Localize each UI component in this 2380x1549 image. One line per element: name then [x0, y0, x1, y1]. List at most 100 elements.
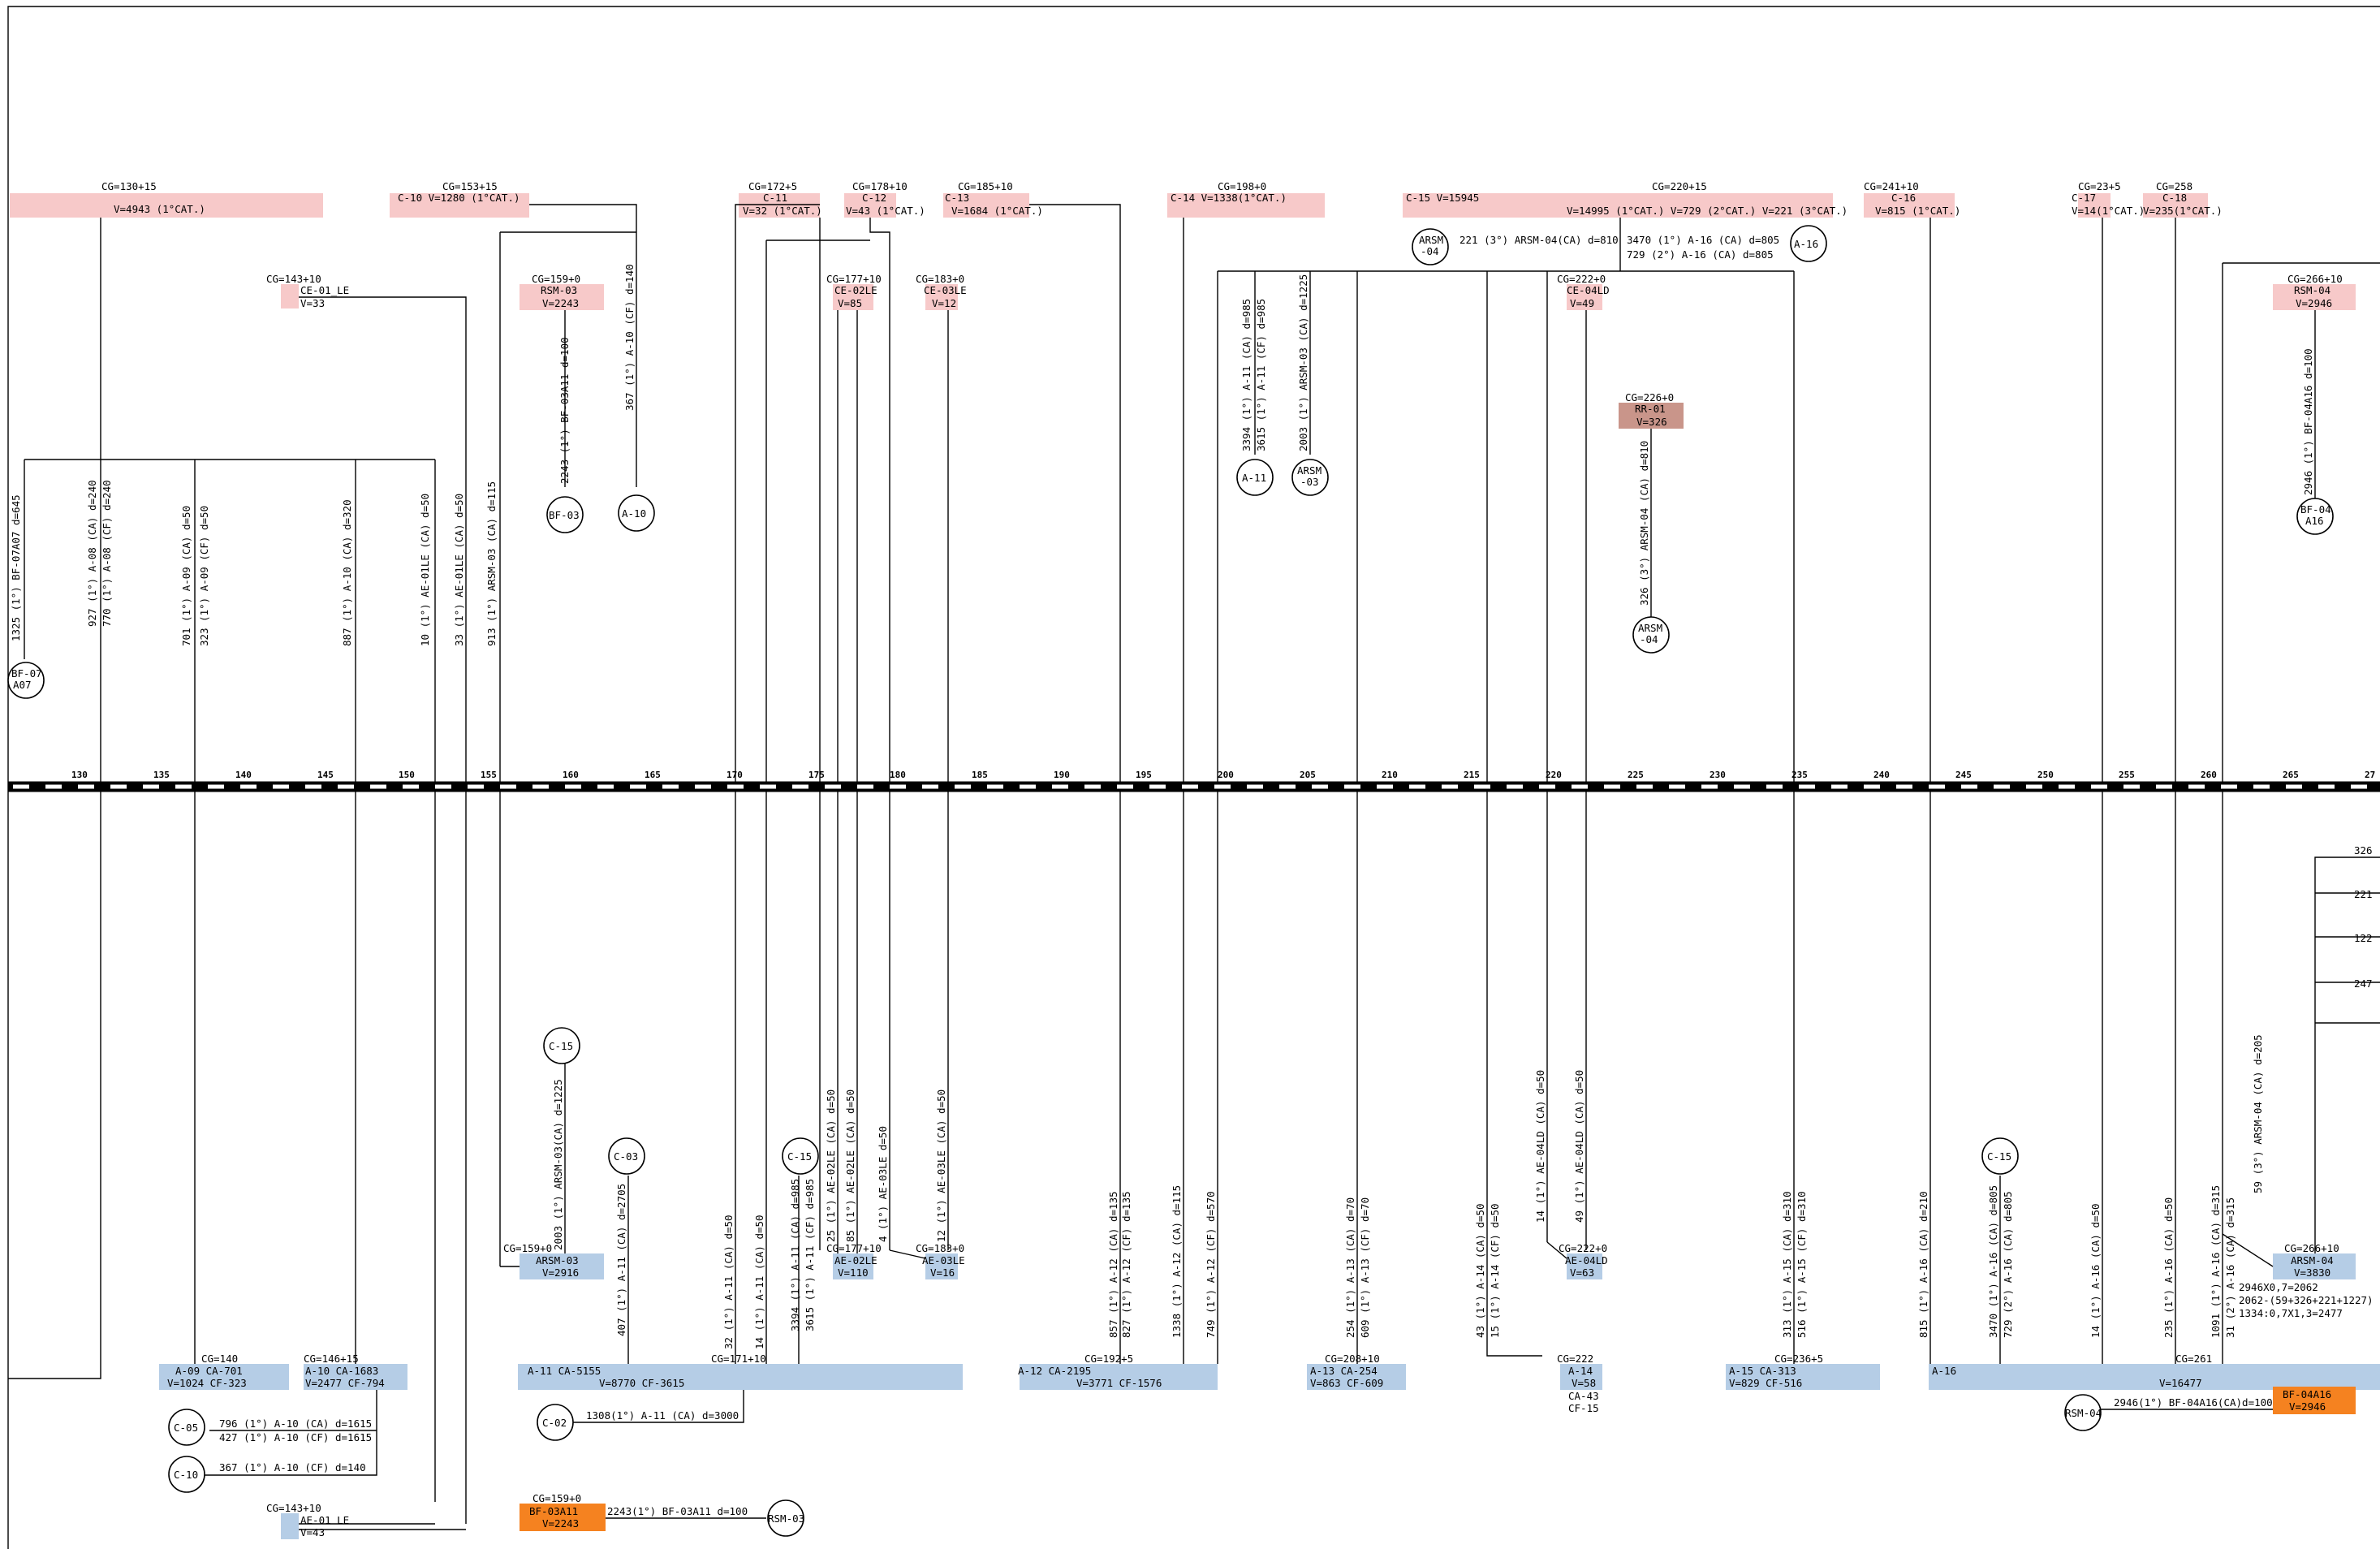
- fill-box-a09[interactable]: CG=140 A-09 CA-701 V=1024 CF-323: [159, 1353, 289, 1390]
- horizontal-label-group: 221 (3°) ARSM-04(CA) d=810 3470 (1°) A-1…: [219, 234, 2374, 1517]
- fill-box-a12[interactable]: CG=192+5 A-12 CA-2195 V=3771 CF-1576: [1018, 1353, 1218, 1390]
- node-circle[interactable]: A-10: [618, 494, 655, 532]
- fill-box-ae04[interactable]: CG=222+0 AE-04LD V=63: [1559, 1242, 1608, 1279]
- box-line: C-12: [862, 192, 886, 204]
- borrow-box-bf03a11[interactable]: CG=159+0 BF-03A11 V=2243: [520, 1492, 606, 1531]
- fill-box-a09-rect: [159, 1364, 289, 1390]
- haul-label: 323 (1°) A-09 (CF) d=50: [198, 506, 210, 646]
- cut-box-c17[interactable]: CG=23+5 C-17 V=14(1°CAT.): [2072, 180, 2145, 218]
- box-line: C-11: [763, 192, 787, 204]
- box-head: CG=159+0: [532, 273, 580, 285]
- cut-box-c15[interactable]: CG=220+15 C-15 V=15945 V=14995 (1°CAT.) …: [1403, 180, 1848, 218]
- box-line: V=3771 CF-1576: [1076, 1377, 1162, 1389]
- fill-box-arsm03[interactable]: CG=159+0 ARSM-03 V=2916: [503, 1242, 604, 1279]
- cut-box-c18[interactable]: CG=258 C-18 V=235(1°CAT.): [2143, 180, 2223, 218]
- box-line: V=829 CF-516: [1729, 1377, 1802, 1389]
- borrow-box-bf03a11-rect: [520, 1504, 606, 1531]
- haul-label: 10 (1°) AE-01LE (CA) d=50: [419, 494, 431, 646]
- fill-box-arsm04[interactable]: CG=266+10 ARSM-04 V=3830: [2273, 1242, 2356, 1279]
- fill-box-a13[interactable]: CG=208+10 A-13 CA-254 V=863 CF-609: [1307, 1353, 1406, 1390]
- box-line: V=2946: [2296, 297, 2332, 309]
- cut-box-c12[interactable]: CG=178+10 C-12 V=43 (1°CAT.): [844, 180, 925, 218]
- cut-box-c16-rect: [1864, 193, 1955, 218]
- cut-box-c12-rect: [844, 193, 896, 218]
- node-circle[interactable]: BF-07 A07: [7, 662, 45, 699]
- box-line: C-14 V=1338(1°CAT.): [1171, 192, 1287, 204]
- node-circle[interactable]: C-15: [782, 1137, 819, 1175]
- node-circle[interactable]: BF-04 A16: [2296, 498, 2334, 535]
- box-head: CG=172+5: [748, 180, 797, 192]
- box-head: CG=222+0: [1559, 1242, 1607, 1254]
- fill-box-a11[interactable]: CG=171+10 A-11 CA-5155 V=8770 CF-3615: [518, 1353, 963, 1390]
- box-line: RR-01: [1635, 403, 1666, 415]
- fill-box-arsm04-rect: [2273, 1253, 2356, 1279]
- node-circle[interactable]: C-10: [168, 1456, 205, 1493]
- haul-label: 1338 (1°) A-12 (CA) d=115: [1171, 1185, 1183, 1338]
- fill-box-ae02[interactable]: CG=177+10 AE-02LE V=110: [826, 1242, 882, 1279]
- axis-tick: 245: [1955, 770, 1972, 780]
- cut-box-ce01[interactable]: CG=143+10 CE-01_LE V=33: [266, 273, 349, 309]
- cut-box-c14[interactable]: CG=198+0 C-14 V=1338(1°CAT.): [1167, 180, 1325, 218]
- box-head: CG=178+10: [852, 180, 908, 192]
- fill-box-ae01[interactable]: CG=143+10 AE-01 LE V=43: [266, 1502, 349, 1539]
- node-circle[interactable]: BF-03: [546, 496, 584, 533]
- box-line: V=326: [1636, 416, 1667, 428]
- axis-tick: 155: [481, 770, 497, 780]
- circle-label: A16: [2305, 515, 2324, 527]
- haul-line: [8, 460, 101, 1379]
- fill-box-a14[interactable]: CG=222 A-14 V=58 CA-43 CF-15: [1557, 1353, 1602, 1414]
- borrow-box-bf04a16[interactable]: BF-04A16 V=2946: [2273, 1387, 2356, 1414]
- haul-label: 770 (1°) A-08 (CF) d=240: [101, 480, 113, 627]
- haul-label: 15 (1°) A-14 (CF) d=50: [1489, 1203, 1501, 1338]
- rr-box-rr01[interactable]: CG=226+0 RR-01 V=326: [1619, 391, 1684, 429]
- box-head: CG=222: [1557, 1353, 1593, 1365]
- axis-tick: 225: [1628, 770, 1644, 780]
- node-circle[interactable]: ARSM -04: [1632, 616, 1670, 654]
- cut-box-c10[interactable]: CG=153+15 C-10 V=1280 (1°CAT.): [390, 180, 529, 218]
- box-line: V=8770 CF-3615: [599, 1377, 684, 1389]
- axis-tick: 160: [563, 770, 579, 780]
- node-circle[interactable]: ARSM -04: [1412, 228, 1449, 265]
- cut-box-c14-rect: [1167, 193, 1325, 218]
- box-line: V=863 CF-609: [1310, 1377, 1383, 1389]
- axis-tick: 215: [1464, 770, 1480, 780]
- fill-box-a15[interactable]: CG=236+5 A-15 CA-313 V=829 CF-516: [1726, 1353, 1880, 1390]
- cut-box-ce03-rect: [925, 284, 958, 310]
- cut-box-rsm04[interactable]: CG=266+10 RSM-04 V=2946: [2273, 273, 2356, 310]
- box-line: V=43 (1°CAT.): [846, 205, 925, 217]
- cut-box-rsm03[interactable]: CG=159+0 RSM-03 V=2243: [520, 273, 604, 310]
- node-circle[interactable]: C-03: [608, 1137, 645, 1175]
- box-head: CG=258: [2156, 180, 2192, 192]
- node-circle[interactable]: C-15: [543, 1027, 580, 1064]
- node-circle[interactable]: RSM-04: [2064, 1394, 2102, 1431]
- node-circle[interactable]: A-16: [1790, 225, 1827, 262]
- cut-box-rsm04-rect: [2273, 284, 2356, 310]
- node-circle[interactable]: C-05: [168, 1409, 205, 1446]
- cut-box-cg130[interactable]: CG=130+15 V=4943 (1°CAT.): [10, 180, 323, 218]
- fill-box-a10[interactable]: CG=146+15 A-10 CA-1683 V=2477 CF-794: [304, 1353, 407, 1390]
- box-line: CE-02LE: [834, 284, 877, 296]
- node-circle[interactable]: RSM-03: [767, 1499, 804, 1537]
- box-line: AE-03LE: [922, 1254, 965, 1266]
- circle-label: C-15: [549, 1040, 573, 1052]
- haul-line: [187, 1390, 377, 1476]
- cut-box-ce03[interactable]: CG=183+0 CE-03LE V=12: [916, 273, 967, 310]
- haul-label: 1334:0,7X1,3=2477: [2239, 1307, 2343, 1319]
- cut-box-ce04[interactable]: CG=222+0 CE-04LD V=49: [1557, 273, 1610, 310]
- haul-label: 827 (1°) A-12 (CF) d=135: [1120, 1191, 1132, 1338]
- haul-label: 32 (1°) A-11 (CA) d=50: [722, 1215, 735, 1349]
- node-circle[interactable]: C-02: [537, 1404, 574, 1441]
- fill-box-a16[interactable]: CG=261 A-16 V=16477: [1929, 1353, 2380, 1390]
- fill-box-ae03[interactable]: CG=183+0 AE-03LE V=16: [916, 1242, 965, 1279]
- haul-label: 3470 (1°) A-16 (CA) d=805: [1987, 1185, 1999, 1338]
- cut-box-c16[interactable]: CG=241+10 C-16 V=815 (1°CAT.): [1864, 180, 1960, 218]
- node-circle[interactable]: A-11: [1236, 459, 1274, 496]
- node-circle[interactable]: C-15: [1981, 1137, 2019, 1175]
- haul-line: [499, 204, 637, 1266]
- axis-tick: 240: [1873, 770, 1890, 780]
- cut-box-c11[interactable]: CG=172+5 C-11 V=32 (1°CAT.): [739, 180, 822, 218]
- cut-box-c13[interactable]: CG=185+10 C-13 V=1684 (1°CAT.): [943, 180, 1043, 218]
- cut-box-ce02[interactable]: CG=177+10 CE-02LE V=85: [826, 273, 882, 310]
- node-circle[interactable]: ARSM -03: [1291, 459, 1329, 496]
- haul-label: 729 (2°) A-16 (CA) d=805: [1627, 248, 1774, 261]
